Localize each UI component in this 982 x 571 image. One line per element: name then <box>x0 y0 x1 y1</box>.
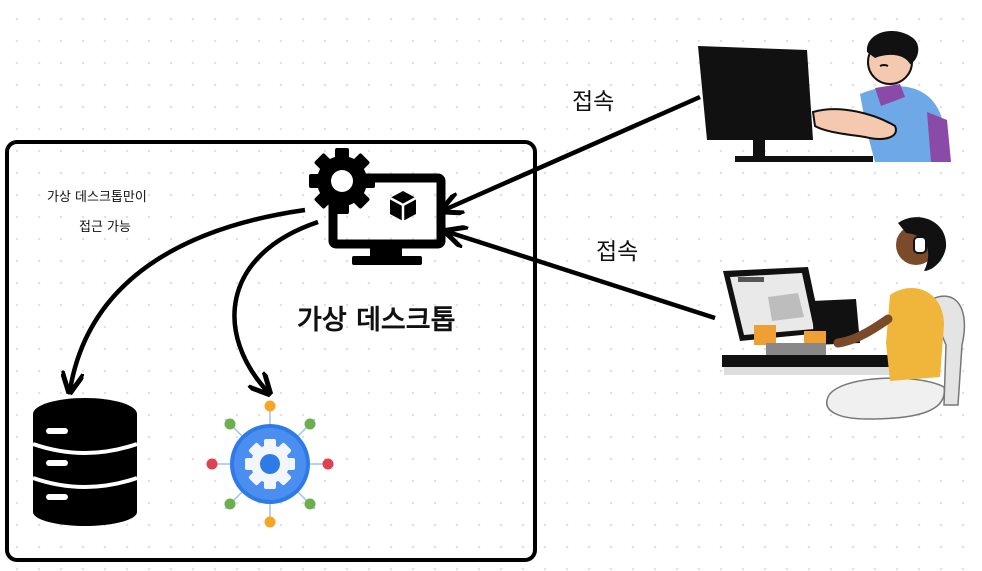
gear-monitor-icon <box>309 148 446 265</box>
arrow-vdi-to-database <box>70 207 306 390</box>
connection-label-top: 접속 <box>572 89 615 115</box>
arrow-bottom-user-to-vdi <box>448 232 716 321</box>
user-at-computer-illustration <box>698 30 951 162</box>
arrow-vdi-to-service <box>232 219 319 392</box>
cube-icon <box>389 191 417 221</box>
access-note-line2: 접근 가능 <box>79 220 131 235</box>
vdi-boundary-box <box>5 140 537 562</box>
arrow-top-user-to-vdi <box>444 94 701 210</box>
database-icon <box>32 398 138 526</box>
settings-service-icon <box>206 400 334 528</box>
user-with-headset-illustration <box>722 217 966 420</box>
access-note-line1: 가상 데스크톱만이 <box>47 190 147 205</box>
connection-label-bottom: 접속 <box>596 239 639 265</box>
vdi-title: 가상 데스크톱 <box>297 305 456 336</box>
